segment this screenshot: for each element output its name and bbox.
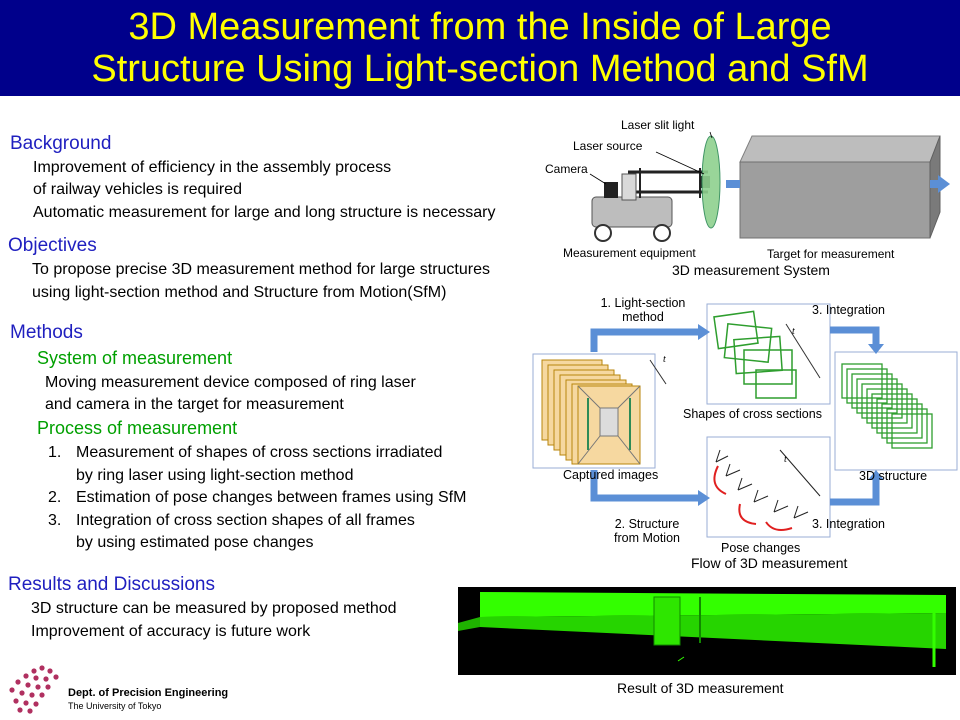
label-laser-source: Laser source — [573, 139, 643, 153]
university-logo-icon — [9, 665, 59, 714]
target-box-top — [739, 135, 941, 163]
title-line-2: Structure Using Light-section Method and… — [91, 48, 869, 90]
flow-step-1: 1. Light-section method — [588, 296, 698, 324]
cross-section-shapes — [713, 310, 821, 399]
system-line-2: and camera in the target for measurement — [45, 396, 344, 413]
flow-step-2-line-2: from Motion — [614, 531, 680, 545]
flow-step-1-line-2: method — [622, 310, 664, 324]
system-caption: 3D measurement System — [672, 262, 830, 278]
time-symbol: t — [792, 326, 795, 337]
step-1-line-2: by ring laser using light-section method — [76, 467, 354, 484]
result-point-cloud-image — [458, 587, 956, 675]
laser-slit-light-ring — [701, 135, 721, 229]
structure-panel — [834, 351, 958, 471]
logo-dept-text: Dept. of Precision Engineering — [68, 687, 229, 699]
wheel-icon — [594, 224, 612, 242]
point-cloud — [458, 592, 946, 667]
camera-mount — [621, 173, 637, 201]
title-bar: 3D Measurement from the Inside of Large … — [0, 0, 960, 96]
objectives-line-2: using light-section method and Structure… — [32, 284, 447, 301]
methods-heading: Methods — [10, 322, 83, 343]
arrow-right-icon — [698, 490, 710, 506]
point-cloud-top — [480, 592, 946, 617]
step-2: 2. Estimation of pose changes between fra… — [48, 489, 466, 507]
arrow-out-shaft — [930, 180, 938, 188]
pose-change-vectors — [715, 449, 821, 519]
target-box-front — [739, 161, 931, 239]
flow-step-2-line-1: 2. Structure — [614, 517, 680, 531]
callout-line — [589, 173, 607, 185]
objectives-line-1: To propose precise 3D measurement method… — [32, 261, 490, 278]
background-line-1: Improvement of efficiency in the assembl… — [33, 159, 392, 176]
arrow-in-icon — [726, 180, 740, 188]
step-2-number: 2. — [48, 489, 62, 506]
results-line-2: Improvement of accuracy is future work — [31, 623, 311, 640]
step-1: 1. Measurement of shapes of cross section… — [48, 444, 442, 462]
callout-line — [709, 131, 713, 139]
arrow-out-icon — [938, 175, 950, 193]
system-heading: System of measurement — [37, 348, 233, 368]
pose-label: Pose changes — [721, 541, 801, 555]
step-3-line-2: by using estimated pose changes — [76, 534, 314, 551]
point-cloud-wall — [480, 613, 946, 649]
flow-arrow-1 — [590, 328, 700, 352]
pose-arc-icon — [738, 503, 757, 525]
logo-univ-text: The University of Tokyo — [68, 701, 162, 711]
background-line-3: Automatic measurement for large and long… — [33, 204, 496, 221]
captured-image-stack — [541, 359, 667, 465]
flow-figure: t t t — [532, 303, 958, 538]
result-caption: Result of 3D measurement — [617, 680, 784, 696]
results-line-1: 3D structure can be measured by proposed… — [31, 600, 397, 617]
camera-icon — [604, 182, 618, 198]
point-cloud-door — [653, 596, 681, 646]
flow-integration-bottom: 3. Integration — [812, 517, 885, 531]
background-heading: Background — [10, 133, 112, 154]
flow-step-2: 2. Structure from Motion — [592, 517, 702, 545]
point-cloud-end — [458, 617, 480, 631]
flow-caption: Flow of 3D measurement — [691, 555, 848, 571]
step-3: 3. Integration of cross section shapes of… — [48, 512, 415, 530]
label-camera: Camera — [545, 162, 588, 176]
pose-arc-icon — [765, 521, 793, 531]
label-laser-slit-light: Laser slit light — [621, 118, 695, 132]
process-heading: Process of measurement — [37, 418, 238, 438]
structure-stack — [841, 363, 933, 449]
structure-label: 3D structure — [859, 469, 928, 483]
step-3-number: 3. — [48, 512, 62, 529]
pose-arc-icon — [713, 465, 727, 495]
flow-arrow-2 — [590, 470, 700, 502]
objectives-heading: Objectives — [8, 235, 97, 256]
point-cloud-noise — [677, 656, 685, 662]
time-symbol: t — [784, 454, 787, 465]
title-line-1: 3D Measurement from the Inside of Large — [128, 6, 832, 48]
flow-step-1-line-1: 1. Light-section — [600, 296, 686, 310]
step-1-line-1: Measurement of shapes of cross sections … — [76, 444, 443, 461]
arrow-down-icon — [868, 344, 884, 354]
step-3-line-1: Integration of cross section shapes of a… — [76, 512, 415, 529]
results-heading: Results and Discussions — [8, 574, 215, 595]
time-symbol: t — [663, 354, 666, 365]
system-line-1: Moving measurement device composed of ri… — [45, 374, 416, 391]
arrow-right-icon — [698, 324, 710, 340]
background-line-2: of railway vehicles is required — [33, 181, 242, 198]
step-2-line-1: Estimation of pose changes between frame… — [76, 489, 467, 506]
shapes-label: Shapes of cross sections — [683, 407, 822, 421]
vehicle-body — [591, 196, 673, 228]
callout-line — [655, 151, 705, 175]
step-1-number: 1. — [48, 444, 62, 461]
system-figure — [589, 131, 950, 242]
pose-changes-panel — [706, 436, 831, 538]
label-target: Target for measurement — [767, 247, 895, 261]
captured-label: Captured images — [563, 468, 659, 482]
arrow-up-icon — [868, 470, 884, 480]
flow-arrow-3 — [830, 326, 880, 346]
label-measurement-equipment: Measurement equipment — [563, 246, 696, 260]
flow-arrow-4 — [830, 478, 880, 506]
flow-integration-top: 3. Integration — [812, 303, 885, 317]
wheel-icon — [653, 224, 671, 242]
